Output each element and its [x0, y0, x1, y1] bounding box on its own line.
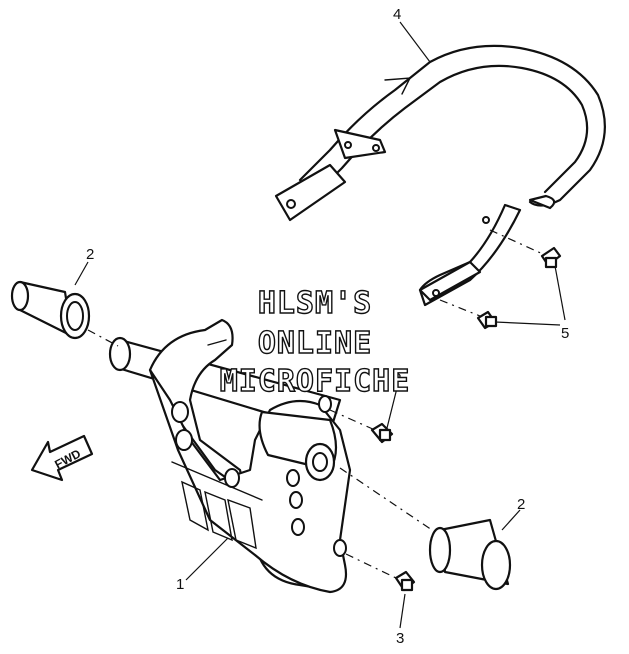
watermark-line-2: ONLINE — [257, 325, 373, 361]
callout-4: 4 — [393, 6, 402, 23]
callout-3-lower: 3 — [396, 630, 405, 647]
callout-5: 5 — [561, 325, 570, 342]
callout-2-left: 2 — [86, 246, 95, 263]
callout-3-upper: 3 — [393, 366, 402, 383]
end-cap-part-2-left — [10, 280, 91, 340]
bolt-part-3-lower — [394, 570, 416, 592]
bolt-part-3-upper — [370, 422, 394, 444]
watermark-line-3: MICROFICHE — [219, 363, 411, 399]
callout-1: 1 — [176, 576, 185, 593]
grab-bar-part-4 — [274, 44, 606, 307]
bumper-part-1 — [108, 318, 352, 594]
bolt-part-5-lower — [476, 310, 498, 330]
end-cap-part-2-right — [428, 518, 512, 591]
callout-2-right: 2 — [517, 496, 526, 513]
bolt-part-5-upper — [540, 246, 562, 269]
forward-arrow — [30, 434, 94, 482]
watermark-line-1: HLSM'S — [257, 285, 373, 321]
